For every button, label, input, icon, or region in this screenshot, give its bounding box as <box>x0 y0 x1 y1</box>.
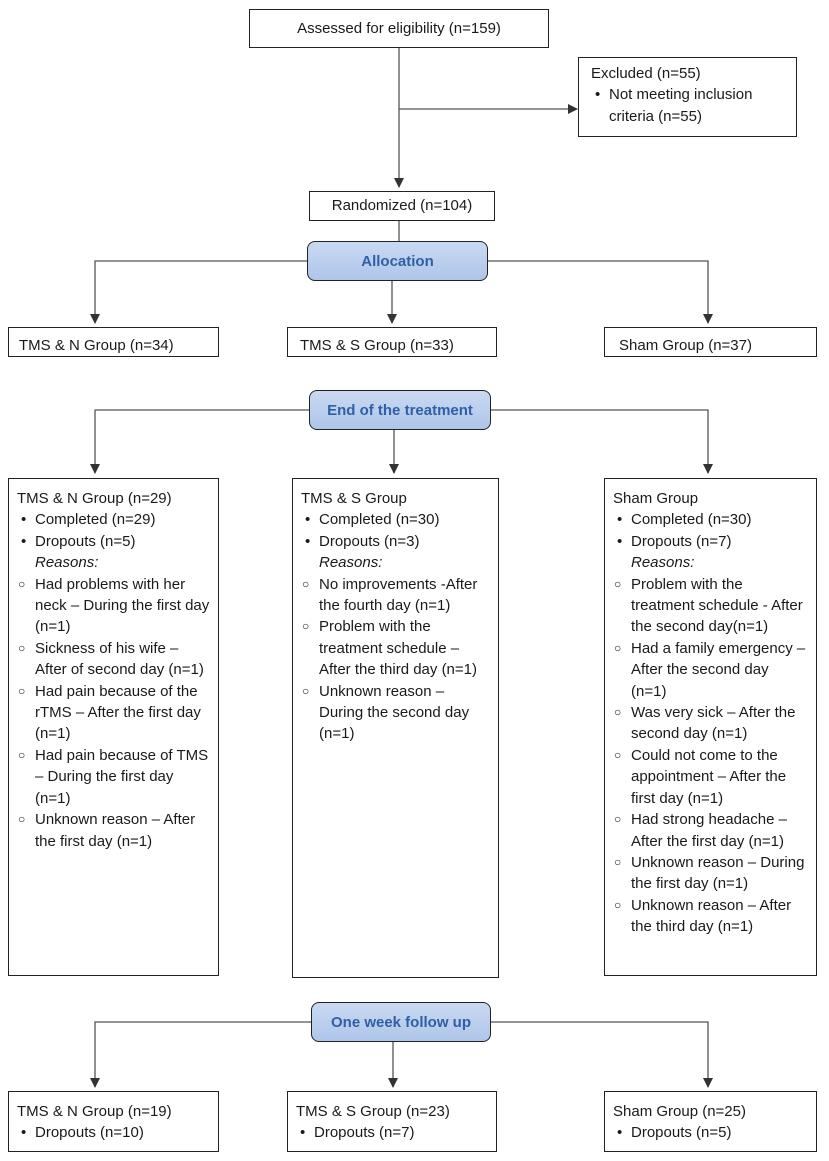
reasons-list: No improvements -After the fourth day (n… <box>301 574 490 745</box>
excluded-list: Not meeting inclusion criteria (n=55) <box>591 84 788 127</box>
end-group-title: TMS & S Group <box>301 490 407 507</box>
reason-item: Unknown reason – During the first day (n… <box>613 852 808 895</box>
reason-item: Unknown reason – After the third day (n=… <box>613 895 808 938</box>
reason-item: No improvements -After the fourth day (n… <box>301 574 490 617</box>
followup-group-title: Sham Group (n=25) <box>613 1103 746 1120</box>
allocation-group-tms-s: TMS & S Group (n=33) <box>287 327 497 357</box>
followup-group-tms-s: TMS & S Group (n=23) Dropouts (n=7) <box>287 1091 497 1152</box>
reason-item: Problem with the treatment schedule - Af… <box>613 574 808 638</box>
excluded-title: Excluded (n=55) <box>591 65 701 82</box>
followup-group-title: TMS & S Group (n=23) <box>296 1103 450 1120</box>
stage-one-week-follow-up: One week follow up <box>311 1002 491 1042</box>
completed-item: Completed (n=30) <box>301 509 490 531</box>
followup-bullets: Dropouts (n=5) <box>613 1122 808 1144</box>
reason-item: Had strong headache – After the first da… <box>613 809 808 852</box>
end-group-tms-n: TMS & N Group (n=29) Completed (n=29) Dr… <box>8 478 219 976</box>
reason-item: Had pain because of the rTMS – After the… <box>17 681 210 745</box>
branch-end-right <box>491 409 713 474</box>
allocation-group-label: Sham Group (n=37) <box>619 337 752 354</box>
dropouts-item: Dropouts (n=7) <box>296 1122 488 1144</box>
allocation-group-label: TMS & S Group (n=33) <box>300 337 454 354</box>
branch-followup-right <box>491 1021 713 1088</box>
branch-allocation-left <box>90 260 307 324</box>
reasons-label: Reasons: <box>35 554 99 572</box>
allocation-group-label: TMS & N Group (n=34) <box>19 337 174 354</box>
reason-item: Had problems with her neck – During the … <box>17 574 210 638</box>
reason-item: Unknown reason – After the first day (n=… <box>17 809 210 852</box>
reason-item: Sickness of his wife – After of second d… <box>17 638 210 681</box>
reason-item: Had a family emergency – After the secon… <box>613 638 808 702</box>
allocation-group-sham: Sham Group (n=37) <box>604 327 817 357</box>
end-group-title: Sham Group <box>613 490 699 507</box>
allocation-group-tms-n: TMS & N Group (n=34) <box>8 327 219 357</box>
end-group-tms-s: TMS & S Group Completed (n=30) Dropouts … <box>292 478 499 978</box>
end-group-bullets: Completed (n=30) Dropouts (n=3) <box>301 509 490 552</box>
completed-item: Completed (n=29) <box>17 509 210 531</box>
followup-group-sham: Sham Group (n=25) Dropouts (n=5) <box>604 1091 817 1152</box>
followup-bullets: Dropouts (n=7) <box>296 1122 488 1144</box>
stage-allocation-label: Allocation <box>361 252 434 270</box>
excluded-box: Excluded (n=55) Not meeting inclusion cr… <box>578 57 797 137</box>
branch-allocation-right <box>488 260 713 324</box>
branch-end-left <box>90 409 309 474</box>
reasons-list: Problem with the treatment schedule - Af… <box>613 574 808 938</box>
stage-end-of-treatment: End of the treatment <box>309 390 491 430</box>
dropouts-item: Dropouts (n=5) <box>613 1122 808 1144</box>
reason-item: Problem with the treatment schedule – Af… <box>301 616 490 680</box>
reasons-list: Had problems with her neck – During the … <box>17 574 210 852</box>
completed-item: Completed (n=30) <box>613 509 808 531</box>
reason-item: Unknown reason – During the second day (… <box>301 681 490 745</box>
eligibility-box: Assessed for eligibility (n=159) <box>249 9 549 48</box>
reason-item: Had pain because of TMS – During the fir… <box>17 745 210 809</box>
followup-group-title: TMS & N Group (n=19) <box>17 1103 172 1120</box>
dropouts-item: Dropouts (n=7) <box>613 531 808 553</box>
end-group-bullets: Completed (n=30) Dropouts (n=7) <box>613 509 808 552</box>
randomized-label: Randomized (n=104) <box>331 197 473 215</box>
end-group-sham: Sham Group Completed (n=30) Dropouts (n=… <box>604 478 817 976</box>
reason-item: Could not come to the appointment – Afte… <box>613 745 808 809</box>
end-group-title: TMS & N Group (n=29) <box>17 490 172 507</box>
dropouts-item: Dropouts (n=5) <box>17 531 210 553</box>
branch-followup-left <box>90 1021 311 1088</box>
followup-group-tms-n: TMS & N Group (n=19) Dropouts (n=10) <box>8 1091 219 1152</box>
followup-bullets: Dropouts (n=10) <box>17 1122 210 1144</box>
dropouts-item: Dropouts (n=3) <box>301 531 490 553</box>
reasons-label: Reasons: <box>319 554 383 572</box>
stage-allocation: Allocation <box>307 241 488 281</box>
eligibility-label: Assessed for eligibility (n=159) <box>297 19 501 37</box>
reasons-label: Reasons: <box>631 554 695 572</box>
excluded-item: Not meeting inclusion criteria (n=55) <box>591 84 788 127</box>
randomized-box: Randomized (n=104) <box>309 191 495 221</box>
dropouts-item: Dropouts (n=10) <box>17 1122 210 1144</box>
stage-end-label: End of the treatment <box>327 401 473 419</box>
reason-item: Was very sick – After the second day (n=… <box>613 702 808 745</box>
end-group-bullets: Completed (n=29) Dropouts (n=5) <box>17 509 210 552</box>
stage-followup-label: One week follow up <box>330 1013 472 1031</box>
